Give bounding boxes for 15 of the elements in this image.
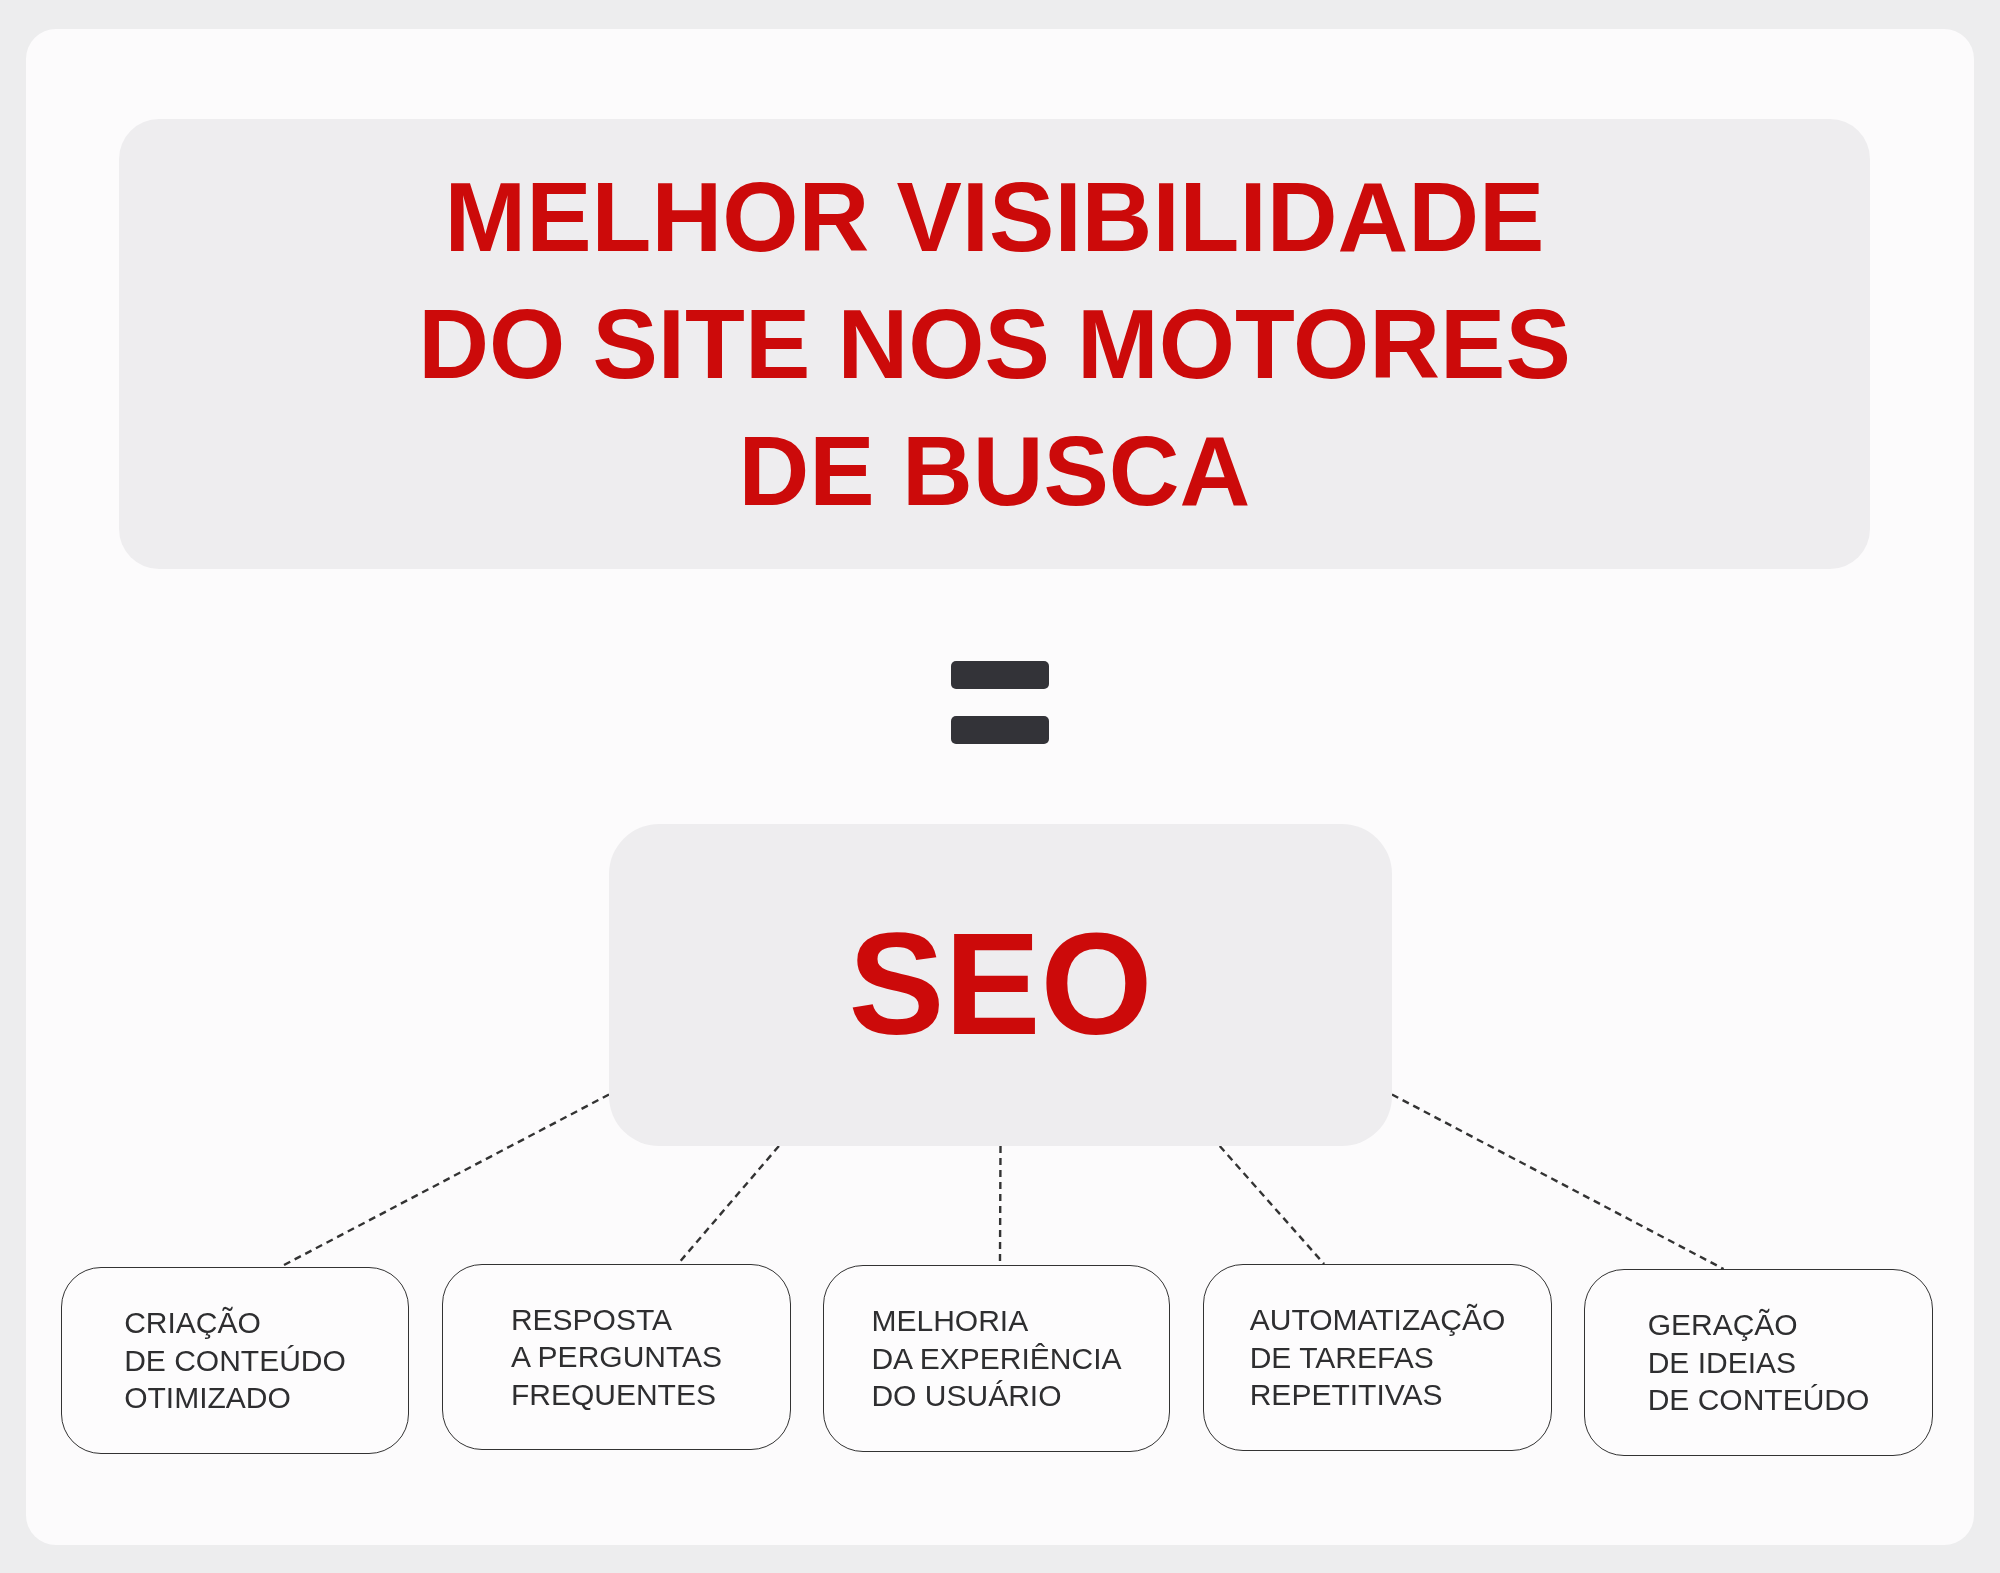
dashed-connector [1391,1093,1725,1271]
central-topic-text: SEO [848,905,1153,1065]
topic-text: RESPOSTA A PERGUNTAS FREQUENTES [510,1301,723,1413]
topic-text: AUTOMATIZAÇÃO DE TAREFAS REPETITIVAS [1249,1302,1506,1414]
topic-text: CRIAÇÃO DE CONTEÚDO OTIMIZADO [124,1305,346,1417]
topic-box [1203,1264,1552,1451]
topic-text: MELHORIA DA EXPERIÊNCIA DO USUÁRIO [871,1303,1122,1415]
topic-box [442,1264,791,1450]
headline-text: MELHOR VISIBILIDADE DO SITE NOS MOTORES DE BUSCA [418,160,1571,528]
topic-text: GERAÇÃO DE IDEIAS DE CONTEÚDO [1647,1307,1870,1419]
topic-box [61,1267,409,1454]
topic-box [823,1265,1170,1452]
topic-box [1584,1269,1933,1456]
central-topic-box [609,824,1392,1146]
dashed-connector [1218,1145,1325,1265]
